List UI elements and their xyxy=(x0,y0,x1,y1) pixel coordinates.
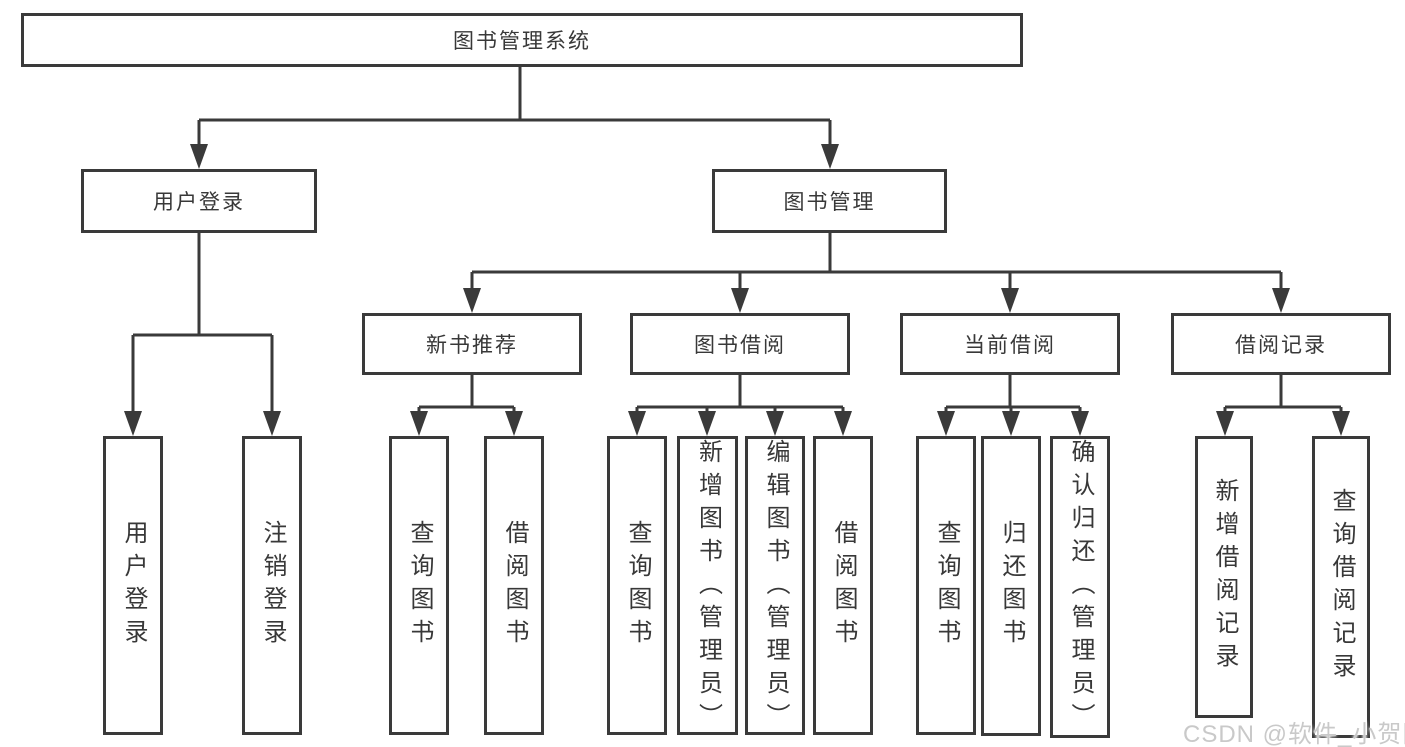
leaf-borrow-books-recommend: 借阅图书 xyxy=(484,436,544,735)
node-root: 图书管理系统 xyxy=(21,13,1023,67)
arrow-down-icon xyxy=(937,411,955,436)
leaf-add-borrow-record: 新增借阅记录 xyxy=(1195,436,1253,718)
arrow-down-icon xyxy=(463,288,481,313)
arrow-down-icon xyxy=(731,288,749,313)
node-borrow-records: 借阅记录 xyxy=(1171,313,1391,375)
csdn-watermark: CSDN @软件_小贺同学 xyxy=(1183,721,1405,747)
leaf-user-login: 用户登录 xyxy=(103,436,163,735)
leaf-confirm-return-admin: 确认归还（管理员） xyxy=(1050,436,1110,738)
connector-root-to-level2 xyxy=(190,67,839,169)
leaf-logout-login: 注销登录 xyxy=(242,436,302,735)
node-book-borrow: 图书借阅 xyxy=(630,313,850,375)
arrow-down-icon xyxy=(766,411,784,436)
leaf-return-book: 归还图书 xyxy=(981,436,1041,736)
arrow-down-icon xyxy=(1001,288,1019,313)
arrow-down-icon xyxy=(698,411,716,436)
arrow-down-icon xyxy=(1071,411,1089,436)
arrow-down-icon xyxy=(1002,411,1020,436)
leaf-query-books-current: 查询图书 xyxy=(916,436,976,735)
node-user-login: 用户登录 xyxy=(81,169,317,233)
leaf-query-books-borrow: 查询图书 xyxy=(607,436,667,735)
connector-user-login-children xyxy=(124,233,281,436)
connector-new-book-children xyxy=(410,375,523,436)
node-book-management: 图书管理 xyxy=(712,169,947,233)
arrow-down-icon xyxy=(263,411,281,436)
arrow-down-icon xyxy=(190,144,208,169)
connector-book-borrow-children xyxy=(628,375,852,436)
arrow-down-icon xyxy=(1216,411,1234,436)
arrow-down-icon xyxy=(834,411,852,436)
node-current-borrow: 当前借阅 xyxy=(900,313,1120,375)
arrow-down-icon xyxy=(410,411,428,436)
connector-borrow-records-children xyxy=(1216,375,1350,436)
node-new-book-recommend: 新书推荐 xyxy=(362,313,582,375)
leaf-edit-book-admin: 编辑图书（管理员） xyxy=(745,436,805,736)
arrow-down-icon xyxy=(124,411,142,436)
arrow-down-icon xyxy=(628,411,646,436)
arrow-down-icon xyxy=(1332,411,1350,436)
leaf-query-books-recommend: 查询图书 xyxy=(389,436,449,735)
arrow-down-icon xyxy=(821,144,839,169)
connector-current-borrow-children xyxy=(937,375,1089,436)
connector-book-management-sections xyxy=(463,233,1290,313)
leaf-borrow-books: 借阅图书 xyxy=(813,436,873,735)
leaf-query-borrow-record: 查询借阅记录 xyxy=(1312,436,1370,738)
arrow-down-icon xyxy=(1272,288,1290,313)
arrow-down-icon xyxy=(505,411,523,436)
leaf-add-book-admin: 新增图书（管理员） xyxy=(677,436,738,736)
